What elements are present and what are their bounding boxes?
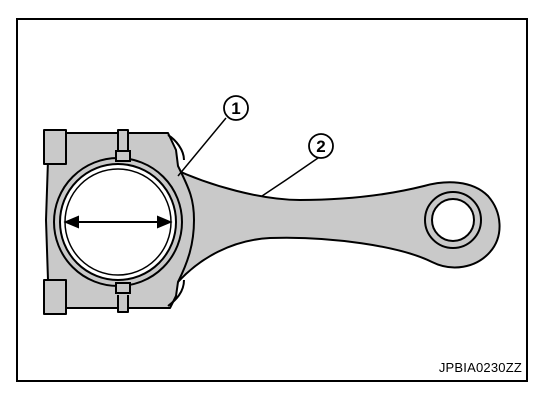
figure-frame	[16, 18, 528, 382]
callout-2-leader	[261, 157, 319, 197]
callout-1-label: 1	[231, 99, 240, 118]
reference-code: JPBIA0230ZZ	[438, 360, 522, 375]
small-end-bore	[424, 191, 482, 249]
connecting-rod-body	[171, 167, 501, 283]
callout-1: 1	[223, 95, 249, 121]
diameter-measurement-arrow	[63, 215, 173, 229]
callout-1-leader	[177, 117, 227, 177]
callout-leaders	[177, 117, 319, 197]
callout-2-label: 2	[316, 137, 325, 156]
callout-2: 2	[308, 133, 334, 159]
